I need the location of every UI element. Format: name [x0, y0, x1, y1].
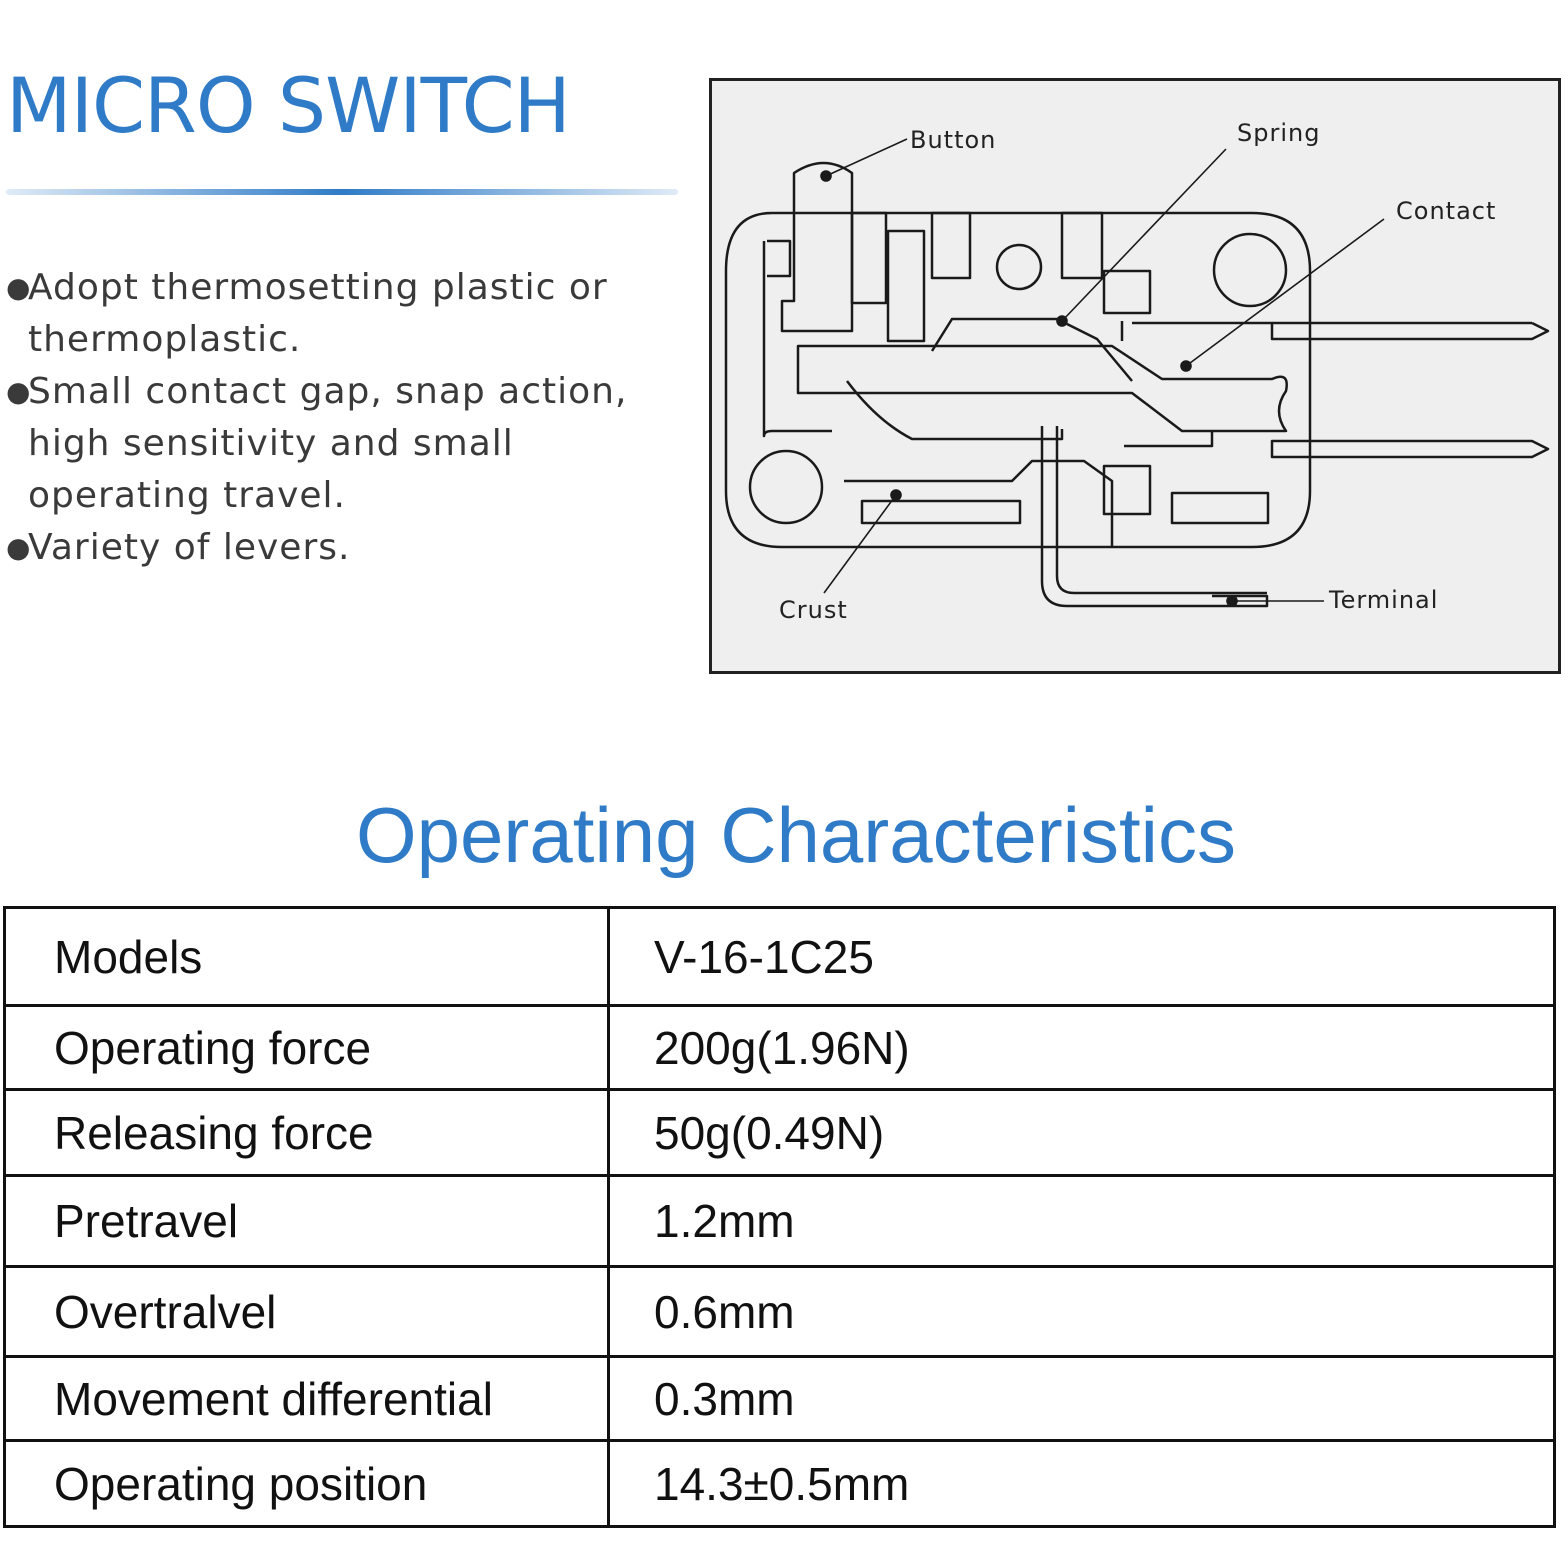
feature-text: Small contact gap, snap action, high sen…: [28, 371, 628, 516]
spec-value: 14.3±0.5mm: [607, 1439, 1556, 1528]
bullet-icon: ●: [6, 271, 32, 304]
terminal-bottom: [1040, 426, 1269, 608]
spec-label: Operating position: [3, 1439, 610, 1528]
table-row: Pretravel 1.2mm: [3, 1174, 1556, 1268]
mount-hole-top: [1212, 232, 1288, 308]
housing-inner-left: [762, 241, 832, 438]
lower-contact: [1102, 464, 1152, 516]
spec-label: Movement differential: [3, 1355, 610, 1442]
micro-switch-cross-section: Button Spring Contact Crust Terminal: [724, 119, 1550, 624]
switch-diagram: Button Spring Contact Crust Terminal: [709, 78, 1561, 674]
table-row: Releasing force 50g(0.49N): [3, 1088, 1556, 1177]
spec-label: Overtralvel: [3, 1265, 610, 1358]
feature-list: ● Adopt thermosetting plastic or thermop…: [6, 262, 706, 574]
feature-item: ● Small contact gap, snap action, high s…: [6, 366, 706, 522]
callout-crust: Crust: [779, 596, 848, 624]
callout-button: Button: [910, 126, 996, 154]
callout-terminal: Terminal: [1328, 586, 1438, 614]
callout-contact: Contact: [1396, 197, 1496, 225]
spec-label: Models: [3, 906, 610, 1007]
rivet-hole: [995, 243, 1043, 291]
table-row: Models V-16-1C25: [3, 906, 1556, 1007]
spec-value: 0.6mm: [607, 1265, 1556, 1358]
bullet-icon: ●: [6, 531, 32, 564]
spec-value: 50g(0.49N): [607, 1088, 1556, 1177]
table-row: Operating position 14.3±0.5mm: [3, 1439, 1556, 1528]
rib: [1060, 211, 1104, 280]
title-underline: [6, 189, 678, 195]
page-title: MICRO SWITCH: [6, 61, 571, 150]
upper-contact: [1102, 269, 1152, 315]
housing-outline: [724, 211, 1312, 549]
lower-cavity: [844, 459, 1114, 547]
spec-label: Pretravel: [3, 1174, 610, 1268]
feature-item: ● Adopt thermosetting plastic or thermop…: [6, 262, 706, 366]
crust-slot: [860, 499, 1022, 525]
rib: [886, 229, 926, 343]
actuator-lever: [796, 344, 1288, 433]
bullet-icon: ●: [6, 375, 32, 408]
spec-value: 200g(1.96N): [607, 1004, 1556, 1091]
section-title: Operating Characteristics: [355, 791, 1236, 879]
spec-value: V-16-1C25: [607, 906, 1556, 1007]
specs-table: Models V-16-1C25 Operating force 200g(1.…: [3, 906, 1556, 1528]
spec-value: 0.3mm: [607, 1355, 1556, 1442]
feature-text: Variety of levers.: [28, 527, 351, 568]
table-row: Movement differential 0.3mm: [3, 1355, 1556, 1442]
spec-value: 1.2mm: [607, 1174, 1556, 1268]
spec-label: Releasing force: [3, 1088, 610, 1177]
button-plunger: [780, 161, 854, 333]
callout-spring: Spring: [1237, 119, 1320, 147]
feature-text: Adopt thermosetting plastic or thermopla…: [28, 267, 608, 360]
spring-blade: [930, 317, 1133, 382]
terminal-top: [1132, 321, 1550, 341]
table-row: Operating force 200g(1.96N): [3, 1004, 1556, 1091]
mount-hole-bottom: [748, 449, 824, 525]
rib: [930, 211, 972, 280]
table-row: Overtralvel 0.6mm: [3, 1265, 1556, 1358]
feature-item: ● Variety of levers.: [6, 522, 706, 574]
spec-label: Operating force: [3, 1004, 610, 1091]
rib: [850, 211, 888, 305]
terminal-middle: [1270, 439, 1550, 459]
